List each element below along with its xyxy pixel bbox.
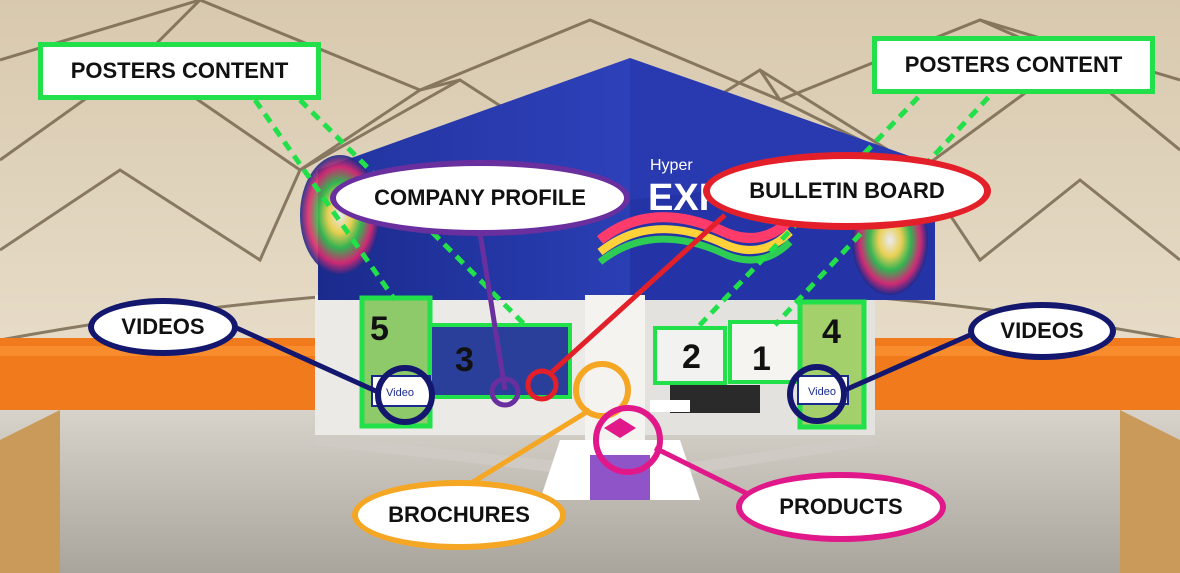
poster-number-4: 4 [822, 313, 841, 351]
wood-edge-right [1120, 410, 1180, 573]
posters-content-left-label: POSTERS CONTENT [38, 42, 321, 100]
bulletin-board-label: BULLETIN BOARD [703, 152, 991, 230]
product-pedestal [590, 455, 650, 500]
videos-right-label: VIDEOS [968, 302, 1116, 360]
company-profile-label: COMPANY PROFILE [330, 160, 630, 236]
brochures-label: BROCHURES [352, 480, 566, 550]
posters-content-right-label: POSTERS CONTENT [872, 36, 1155, 94]
video-screen-right-label: Video [808, 386, 836, 398]
poster-2 [653, 326, 727, 385]
poster-1 [728, 320, 802, 384]
videos-left-label: VIDEOS [88, 298, 238, 356]
poster-number-2: 2 [682, 338, 701, 376]
poster-number-3: 3 [455, 341, 474, 379]
poster-number-1: 1 [752, 340, 771, 378]
brand-top-text: Hyper [650, 157, 693, 174]
poster-4 [797, 299, 867, 430]
video-marker-right [787, 364, 847, 424]
products-marker [593, 405, 663, 475]
products-label: PRODUCTS [736, 472, 946, 542]
video-marker-left [375, 365, 435, 425]
brochures-marker [573, 361, 631, 419]
video-screen-left-label: Video [386, 387, 414, 399]
wood-edge-left [0, 410, 60, 573]
bulletin-board-marker [525, 368, 559, 402]
company-profile-marker [489, 376, 521, 408]
poster-number-5: 5 [370, 310, 389, 348]
